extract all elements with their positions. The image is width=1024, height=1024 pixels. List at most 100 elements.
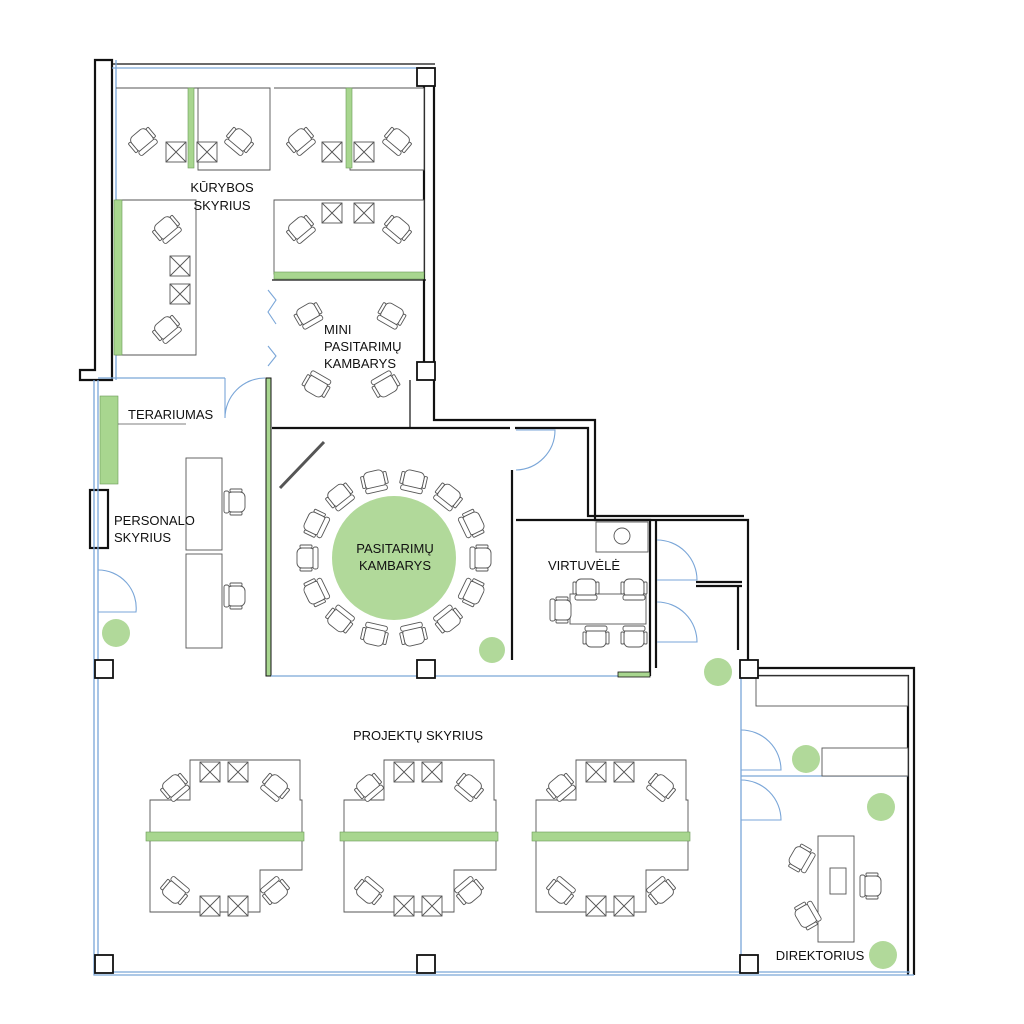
chair-arm — [360, 626, 367, 640]
terrarium — [99, 395, 119, 485]
chair-arm — [434, 482, 445, 494]
column — [416, 659, 436, 679]
chair — [160, 773, 190, 802]
chair-back — [556, 784, 576, 802]
chair — [360, 621, 389, 647]
chair — [382, 215, 412, 244]
door-wc-2[interactable] — [656, 601, 698, 643]
door-director[interactable] — [740, 729, 782, 771]
columns — [94, 67, 759, 974]
chair-arm — [572, 581, 577, 595]
chair-back — [296, 138, 316, 156]
chair-back — [382, 138, 402, 156]
wall-right-lower — [748, 666, 916, 975]
door-mini-folding[interactable] — [267, 289, 277, 325]
chair-arm — [229, 488, 243, 493]
chair — [260, 876, 290, 905]
chair-seat — [226, 491, 246, 513]
monitor-box-cross — [393, 895, 415, 917]
door-director-2[interactable] — [740, 779, 782, 821]
chair-arm — [384, 127, 395, 139]
virtuvele-label: VIRTUVĖLĖ — [548, 558, 620, 573]
chair-back — [646, 784, 666, 802]
chair — [303, 577, 331, 608]
chair-back — [400, 484, 423, 495]
door-mini-folding-2[interactable] — [267, 345, 277, 367]
chair-arm — [643, 631, 648, 645]
pasitarimu-label-2: KAMBARYS — [359, 558, 431, 573]
chair — [620, 625, 648, 648]
chair-arm — [169, 215, 180, 227]
chair-back — [364, 876, 384, 894]
chair-arm — [799, 843, 812, 853]
chair-back — [223, 490, 230, 514]
door-creative[interactable] — [224, 377, 266, 419]
chair-back — [454, 876, 474, 894]
room-labels: KŪRYBOS SKYRIUS MINI PASITARIMŲ KAMBARYS… — [114, 180, 865, 963]
green-partition — [113, 199, 123, 356]
chair-arm — [421, 476, 428, 490]
chair-back — [224, 138, 244, 156]
mini-label-1: MINI — [324, 322, 351, 337]
chair — [286, 127, 316, 156]
chair-arm — [262, 893, 273, 905]
chair-back — [800, 852, 816, 874]
chair-arm — [382, 632, 389, 645]
director-desk — [817, 835, 855, 943]
chair-back — [316, 577, 331, 600]
chair-back — [316, 516, 331, 539]
door-kitchen[interactable] — [515, 429, 556, 471]
chair-arm — [788, 863, 801, 873]
terariumas-label: TERARIUMAS — [128, 407, 214, 422]
monitor-box-cross — [421, 761, 443, 783]
chair-arm — [354, 879, 365, 891]
chair-arm — [401, 141, 412, 153]
monitor-box-cross — [227, 895, 249, 917]
pasitarimu-label-1: PASITARIMŲ — [356, 541, 434, 556]
chair — [457, 577, 485, 608]
chair-back — [310, 370, 332, 386]
green-partition — [273, 271, 425, 280]
door-personnel[interactable] — [97, 569, 137, 613]
chair-back — [170, 876, 190, 894]
chair-back — [138, 138, 158, 156]
chair-back — [469, 546, 476, 570]
mini-label-3: KAMBARYS — [324, 356, 396, 371]
chair — [433, 482, 463, 512]
chair-arm — [399, 471, 406, 484]
plant — [869, 941, 897, 969]
chair-arm — [384, 215, 395, 227]
chair-seat — [296, 547, 316, 569]
door-wc-1[interactable] — [656, 539, 698, 581]
chair-back — [574, 594, 598, 601]
chair-arm — [399, 632, 406, 645]
chair-arm — [563, 773, 574, 785]
director-shelf — [821, 747, 909, 777]
chair-back — [162, 226, 182, 244]
kitchen-green-sill — [617, 671, 651, 678]
chair-arm — [473, 879, 484, 891]
chair-arm — [128, 141, 139, 153]
monitor-box-cross — [321, 141, 343, 163]
chair-arm — [452, 496, 463, 509]
chair-back — [622, 625, 646, 632]
chair-back — [370, 370, 392, 386]
desk — [185, 457, 223, 551]
meeting-sideboard — [278, 440, 326, 490]
chair-back — [549, 598, 556, 622]
chair-arm — [152, 329, 163, 341]
chair-arm — [377, 302, 387, 315]
chair-back — [556, 876, 576, 894]
chair-arm — [648, 773, 659, 785]
chair — [301, 370, 332, 398]
chair-arm — [286, 141, 297, 153]
chair-back — [400, 621, 423, 632]
chair-seat — [226, 585, 246, 607]
project-desks — [145, 759, 691, 917]
chair-arm — [546, 879, 557, 891]
chair-back — [365, 484, 388, 495]
chair-arm — [303, 529, 316, 538]
chair-arm — [452, 607, 463, 620]
chair-arm — [794, 901, 807, 911]
chair — [433, 604, 463, 634]
